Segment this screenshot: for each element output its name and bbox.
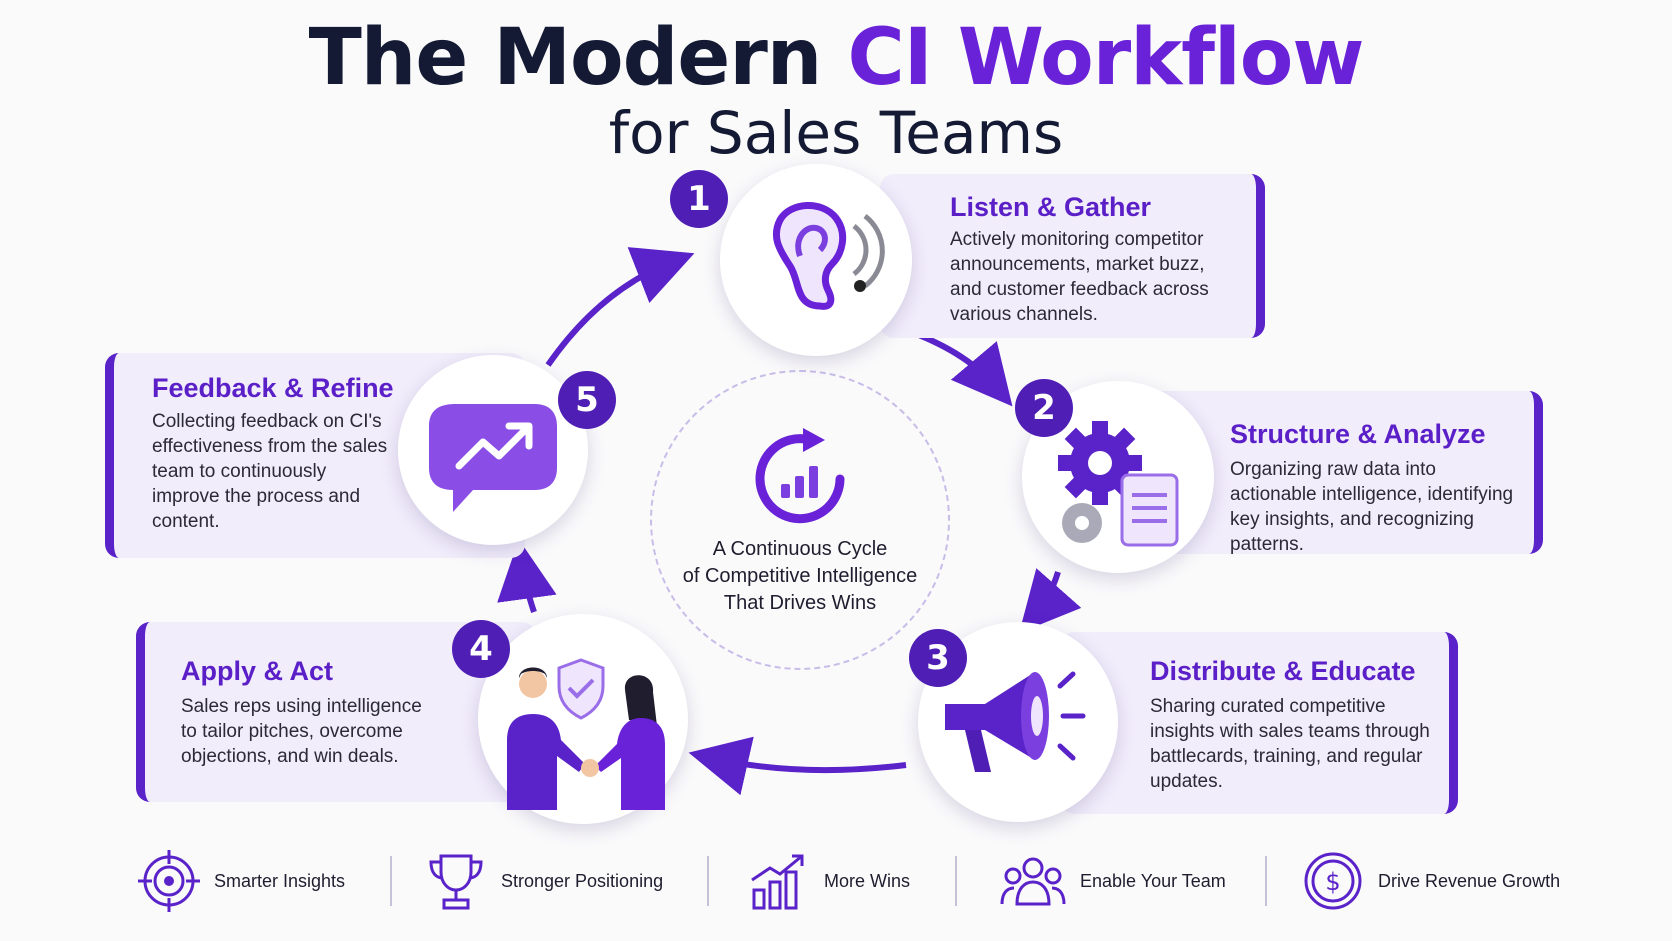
benefits-bar: Smarter Insights Stronger Positioning Mo… [0, 846, 1672, 926]
arrow-5-to-1 [545, 247, 695, 367]
benefit-smarter-insights: Smarter Insights [138, 846, 345, 916]
dollar-icon: $ [1304, 852, 1362, 910]
benefit-label: Drive Revenue Growth [1378, 870, 1561, 891]
benefit-more-wins: More Wins [748, 846, 910, 916]
benefit-drive-revenue-growth: $ Drive Revenue Growth [1302, 846, 1560, 916]
step-5-text: Collecting feedback on CI's effectivenes… [152, 411, 388, 532]
title-prefix: The Modern [308, 13, 848, 103]
trophy-icon [429, 854, 483, 910]
center-ring [650, 370, 950, 670]
step-5-title: Feedback & Refine [152, 373, 394, 403]
step-2-text: Organizing raw data into actionable inte… [1230, 459, 1514, 555]
arrow-3-to-4 [688, 736, 907, 796]
handshake-icon [507, 658, 665, 810]
footer-divider [1265, 856, 1267, 906]
step-1-title: Listen & Gather [950, 192, 1152, 222]
footer-divider [955, 856, 957, 906]
benefit-enable-your-team: Enable Your Team [1000, 846, 1226, 916]
arrow-4-to-5 [497, 539, 557, 613]
chat-trend-icon [429, 404, 557, 512]
arrow-2-to-3 [1019, 568, 1082, 634]
step-3-badge: 3 [909, 629, 967, 687]
step-2-badge: 2 [1015, 379, 1073, 437]
target-icon [138, 850, 200, 912]
benefit-stronger-positioning: Stronger Positioning [425, 846, 663, 916]
step-4-badge: 4 [452, 620, 510, 678]
step-2-title: Structure & Analyze [1230, 419, 1486, 449]
step-1-text: Actively monitoring competitor announcem… [950, 229, 1209, 325]
step-1-badge: 1 [670, 170, 728, 228]
page-subtitle: for Sales Teams [608, 99, 1064, 167]
svg-text:$: $ [1325, 868, 1340, 896]
step-3-title: Distribute & Educate [1150, 656, 1416, 686]
benefit-label: Smarter Insights [214, 870, 346, 891]
cycle-chart-icon [755, 428, 845, 524]
step-4-title: Apply & Act [181, 656, 334, 686]
step-5-badge: 5 [558, 371, 616, 429]
title-block: The Modern CI Workflow for Sales Teams [0, 14, 1672, 168]
step-card-distribute-educate: Distribute & Educate Sharing curated com… [1060, 632, 1458, 814]
center-caption: A Continuous Cycle of Competitive Intell… [655, 536, 945, 617]
megaphone-icon [945, 671, 1086, 772]
step-4-text: Sales reps using intelligence to tailor … [181, 696, 422, 767]
title-accent: CI Workflow [847, 13, 1364, 103]
step-3-text: Sharing curated competitive insights wit… [1150, 696, 1430, 792]
center-line-1: A Continuous Cycle [712, 538, 888, 560]
center-line-3: That Drives Wins [723, 592, 877, 614]
benefit-label: Stronger Positioning [501, 870, 664, 891]
page-title: The Modern CI Workflow [0, 14, 1672, 102]
step-card-listen-gather: Listen & Gather Actively monitoring comp… [880, 174, 1265, 338]
benefit-label: More Wins [824, 870, 911, 891]
team-icon [1000, 857, 1066, 906]
footer-divider [390, 856, 392, 906]
benefit-label: Enable Your Team [1080, 870, 1226, 891]
gears-document-icon [1058, 421, 1179, 547]
growth-chart-icon [751, 854, 804, 910]
ear-icon [772, 202, 885, 310]
footer-divider [707, 856, 709, 906]
center-line-2: of Competitive Intelligence [682, 565, 918, 587]
